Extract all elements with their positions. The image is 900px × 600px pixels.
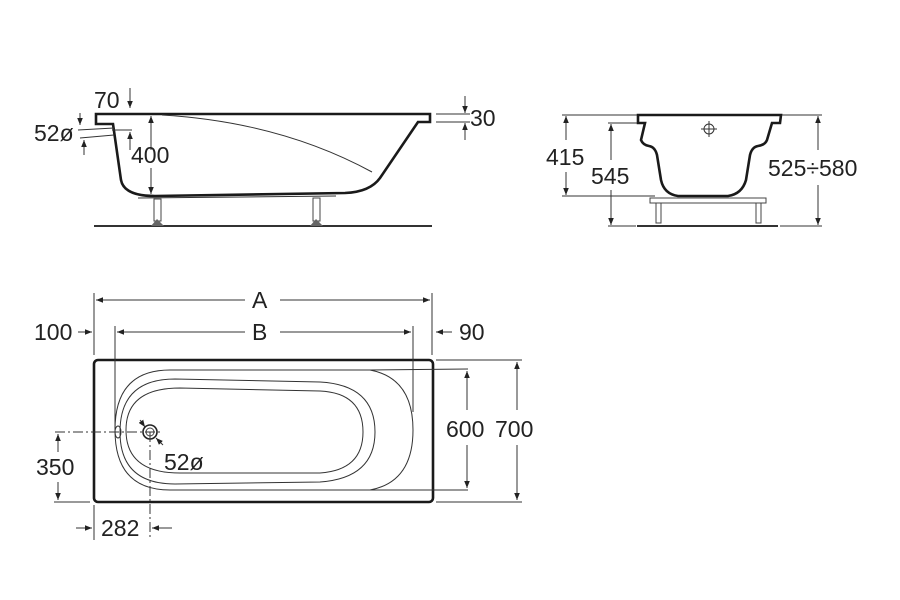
side-inner-curve [161, 114, 373, 173]
plan-view: 52ø A B 100 90 600 700 350 282 [34, 287, 533, 541]
plan-basin-outer [114, 369, 414, 491]
label-rim-offset: 70 [94, 87, 120, 113]
label-left-offset: 100 [34, 319, 72, 345]
end-tub-outline [636, 113, 783, 198]
label-inner-height: 415 [546, 144, 584, 170]
label-depth: 400 [131, 142, 169, 168]
plan-basin-inner [125, 387, 364, 474]
end-view: 415 545 525÷580 [546, 113, 857, 227]
plan-basin-mid [119, 378, 376, 485]
label-outer-width: 700 [495, 416, 533, 442]
label-base-height: 545 [591, 163, 629, 189]
label-total-height: 525÷580 [768, 155, 857, 181]
label-drain-offset-x: 282 [101, 515, 139, 541]
label-overflow-diameter: 52ø [34, 120, 74, 146]
end-support-frame [649, 197, 767, 204]
label-right-offset: 90 [459, 319, 485, 345]
side-view: 70 52ø 400 30 [34, 87, 496, 227]
overflow-symbol-icon [701, 121, 717, 137]
side-leg [310, 197, 323, 226]
label-length-b: B [252, 319, 267, 345]
label-length-a: A [252, 287, 268, 313]
label-drain-offset-y: 350 [36, 454, 74, 480]
label-drain-diameter: 52ø [164, 449, 204, 475]
label-rim-height: 30 [470, 105, 496, 131]
plan-tub-outline [92, 358, 435, 504]
label-inner-width: 600 [446, 416, 484, 442]
side-leg [151, 198, 164, 226]
side-tub-outline [94, 112, 432, 198]
